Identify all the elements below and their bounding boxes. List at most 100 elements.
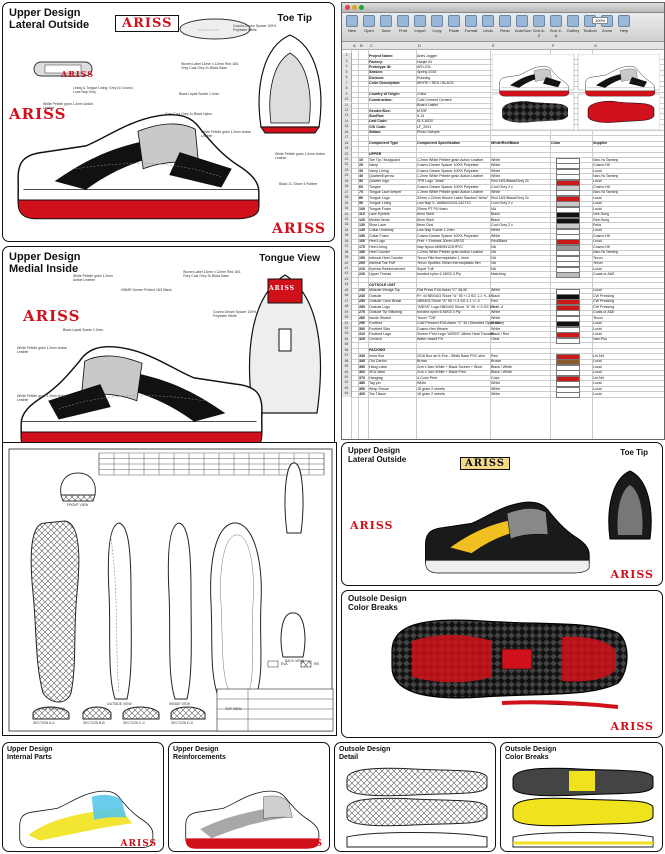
component-number[interactable]: 160 (359, 239, 365, 244)
row-header[interactable]: 26 (342, 184, 352, 190)
row-header[interactable]: 60 (342, 369, 352, 375)
component-colorway[interactable]: Cool Grey 2 c (491, 201, 513, 206)
component-type[interactable]: Hang Label (369, 364, 388, 369)
info-value[interactable]: AR1-011 (417, 64, 431, 69)
component-supplier[interactable]: Pella (593, 223, 601, 227)
toolbar-undo-button[interactable]: Undo (481, 15, 495, 33)
component-spec[interactable]: Print + Emboss 30mm ARISS (417, 239, 465, 244)
component-number[interactable]: 240 (359, 293, 365, 298)
row-header[interactable]: 12 (342, 107, 352, 114)
info-label[interactable]: O/S Code: (369, 124, 387, 129)
toolbar-copy-button[interactable]: Copy (430, 15, 444, 33)
component-number[interactable]: 360 (359, 370, 365, 375)
component-supplier[interactable]: Cosmo HK (593, 233, 611, 238)
row-header[interactable]: 42 (342, 271, 352, 277)
component-spec[interactable]: R+ 44 NBS403 Shore "A" 55 +/-3 SG 1.1 +/… (417, 293, 491, 298)
row-header[interactable]: 39 (342, 255, 352, 261)
table-header[interactable]: White/Red/Black (491, 141, 520, 146)
component-type[interactable]: Heel Counter (369, 250, 391, 255)
row-header[interactable]: 18 (342, 140, 352, 147)
component-colorway[interactable]: Matching (491, 272, 506, 277)
row-header[interactable]: 49 (342, 309, 352, 316)
column-header-f[interactable]: F (552, 43, 555, 48)
row-header[interactable]: 53 (342, 331, 352, 337)
component-type[interactable]: Tag pin (369, 381, 381, 386)
zoom-window-button[interactable] (359, 5, 364, 10)
row-header[interactable]: 46 (342, 293, 352, 299)
component-number[interactable]: 120 (359, 217, 365, 222)
component-colorway[interactable]: White (491, 391, 501, 396)
component-supplier[interactable]: Nan-Ya Tanning (593, 173, 619, 178)
component-supplier[interactable]: Local (593, 370, 602, 375)
component-number[interactable]: 80 (359, 195, 363, 200)
row-header[interactable]: 6 (342, 75, 352, 81)
component-supplier[interactable]: Cosmo HK (593, 184, 611, 189)
component-number[interactable]: 210 (359, 266, 365, 271)
zoom-select[interactable]: 100% (592, 17, 609, 24)
row-header[interactable]: 23 (342, 167, 352, 174)
component-supplier[interactable]: CW Pressing (593, 299, 614, 304)
component-type[interactable]: Outsole (369, 293, 382, 298)
component-spec[interactable]: Cold Pressed EVA Asker "C" 45 (Standard … (417, 321, 505, 326)
section-header[interactable]: PACKING (369, 348, 386, 353)
minimize-window-button[interactable] (352, 5, 357, 10)
component-number[interactable]: 190 (359, 255, 365, 260)
component-colorway[interactable]: White (491, 386, 501, 391)
component-spec[interactable]: 18 gram 2 sheets (417, 386, 445, 391)
component-colorway[interactable]: Red 18/1/Black/Grey 2c (491, 179, 529, 184)
component-number[interactable]: 290 (359, 321, 365, 326)
column-header-g[interactable]: G (594, 43, 598, 48)
row-header[interactable]: 32 (342, 216, 352, 223)
component-number[interactable]: 20 (359, 163, 363, 168)
component-type[interactable]: Shoe Lace (369, 223, 387, 227)
column-header-b[interactable]: B (360, 43, 363, 48)
info-label[interactable]: Factory: (369, 59, 384, 64)
close-window-button[interactable] (345, 5, 350, 10)
toolbar-redo-button[interactable]: Redo (498, 15, 512, 33)
component-number[interactable]: 10 (359, 157, 363, 162)
row-header[interactable]: 55 (342, 342, 352, 348)
component-spec[interactable]: Brown (417, 359, 428, 364)
component-number[interactable]: 140 (359, 228, 365, 233)
row-header[interactable]: 54 (342, 336, 352, 343)
component-supplier[interactable]: Local (593, 228, 602, 233)
row-header[interactable]: 35 (342, 233, 352, 239)
component-type[interactable]: Inner Box (369, 353, 385, 358)
row-header[interactable]: 31 (342, 211, 352, 217)
info-value[interactable]: SLX-8020 (417, 119, 433, 124)
row-header[interactable]: 52 (342, 325, 352, 332)
row-header[interactable]: 30 (342, 206, 352, 212)
component-type[interactable]: Toe Tip / Mudguard (369, 157, 400, 162)
toolbar-gallery-button[interactable]: Gallery (566, 15, 580, 33)
info-label[interactable]: SizeRun: (369, 114, 385, 118)
component-type[interactable]: Vamp (369, 163, 379, 168)
row-header[interactable]: 11 (342, 102, 352, 108)
component-colorway[interactable]: White (491, 173, 501, 178)
component-type[interactable]: Tongue Foam (369, 206, 391, 211)
row-header[interactable]: 7 (342, 80, 352, 87)
row-header[interactable]: 17 (342, 135, 352, 141)
component-type[interactable]: Footbed Logo (369, 332, 392, 336)
column-header-e[interactable]: E (492, 43, 495, 48)
component-type[interactable]: Tongue (369, 184, 381, 189)
row-header[interactable]: 29 (342, 200, 352, 207)
component-number[interactable]: 130 (359, 223, 365, 227)
component-type[interactable]: Hangtag (369, 375, 383, 380)
component-spec[interactable]: bonded nylon 6 85/03 3 Ply (417, 310, 461, 315)
component-type[interactable]: Eyerow Reinforcement (369, 266, 406, 271)
component-colorway[interactable]: Cool Grey 2 c (491, 223, 513, 227)
component-number[interactable]: 110 (359, 212, 365, 217)
row-header[interactable]: 62 (342, 380, 352, 386)
component-colorway[interactable]: White (491, 157, 501, 162)
component-number[interactable]: 320 (359, 337, 365, 342)
component-type[interactable]: Footbed Skin (369, 326, 391, 331)
column-header-c[interactable]: C (370, 43, 373, 48)
component-supplier[interactable]: Lei-Nhi (593, 353, 605, 358)
component-spec[interactable]: Texon "T28" (417, 315, 437, 320)
component-type[interactable]: Internal Toe Puff (369, 261, 396, 266)
row-header[interactable]: 63 (342, 385, 352, 392)
column-header-a[interactable]: A (353, 43, 356, 48)
component-number[interactable]: 340 (359, 359, 365, 364)
component-number[interactable]: 400 (359, 391, 365, 396)
component-supplier[interactable]: Local (593, 359, 602, 364)
